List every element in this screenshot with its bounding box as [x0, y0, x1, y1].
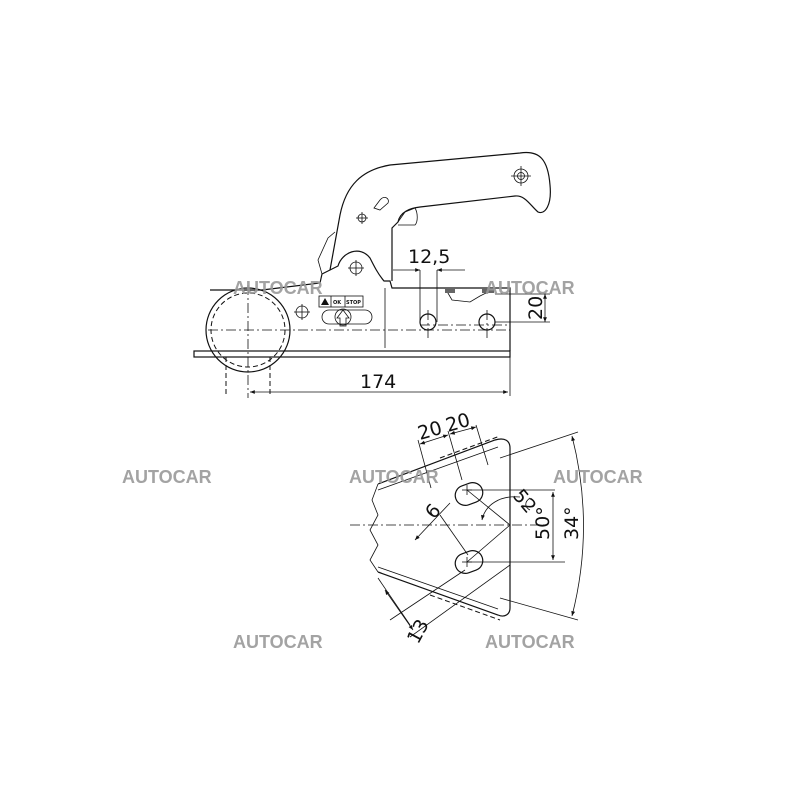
dim-flange-angle: 34°	[561, 506, 583, 540]
dim-slot-width: 6	[421, 500, 446, 523]
watermark: AUTOCAR	[349, 467, 439, 487]
slot-upper	[454, 482, 484, 506]
watermarks: AUTOCAR AUTOCAR AUTOCAR AUTOCAR AUTOCAR …	[122, 278, 643, 652]
side-view: OK STOP 12,5 20 174	[193, 151, 551, 398]
wear-indicator: OK STOP	[318, 295, 373, 327]
dim-slot-length: 13	[403, 616, 434, 648]
dim-hole-spacing: 50	[532, 516, 554, 540]
flange-outline	[377, 438, 511, 617]
watermark: AUTOCAR	[233, 278, 323, 298]
base-plate	[193, 350, 511, 358]
watermark: AUTOCAR	[485, 278, 575, 298]
indicator-stop-label: STOP	[346, 300, 361, 306]
indicator-ok-label: OK	[333, 300, 342, 306]
watermark: AUTOCAR	[233, 632, 323, 652]
watermark: AUTOCAR	[485, 632, 575, 652]
watermark: AUTOCAR	[122, 467, 212, 487]
dim-hole-height: 20	[525, 296, 547, 320]
slot-lower	[454, 550, 484, 574]
bottom-view: 20 20 6 13 52° 50 34°	[350, 409, 584, 647]
dim-hole-width: 12,5	[408, 246, 450, 268]
dim-offset-b: 20	[443, 409, 472, 437]
dim-offset-a: 20	[415, 417, 444, 445]
coupling-housing	[261, 250, 511, 351]
dim-overall-length: 174	[360, 371, 396, 393]
watermark: AUTOCAR	[553, 467, 643, 487]
